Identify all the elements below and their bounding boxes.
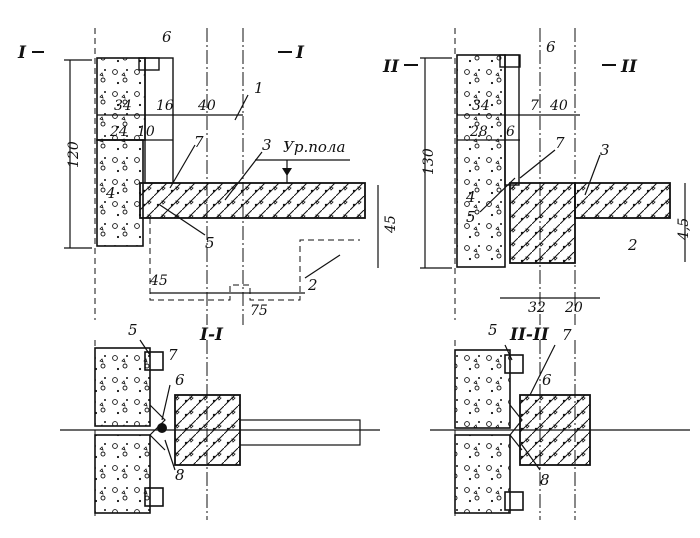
right-plan-anchor-top [504,354,524,374]
left-dim-10: 10 [137,124,155,140]
left-wall-inner-leaf [144,57,174,184]
leader-3 [224,151,263,201]
right-dim-130: 130 [421,148,437,175]
left-dim-45h: 45 [149,273,168,289]
left-dim-24: 24 [109,124,128,140]
left-dim-45v: 45 [383,215,399,234]
left-floor-slab [139,182,366,219]
right-dim-45v: 4,5 [676,218,692,241]
right-plan-label-7: 7 [562,326,572,344]
left-beam-outline [149,218,360,301]
left-cut-mark-right: I [295,43,305,63]
leader-1 [234,94,249,121]
left-dim-75: 75 [250,303,268,319]
left-label-6: 6 [162,28,172,46]
right-plan-label-5: 5 [488,321,498,339]
right-anchor [499,54,521,68]
right-plan-joint [509,404,523,451]
left-cut-mark-left: I [17,43,27,63]
left-label-7: 7 [194,133,204,151]
floor-level-label: Ур.пола [283,138,345,156]
right-cut-mark-right: II [620,57,638,77]
left-plan-label-6: 6 [175,371,185,389]
leader-2 [304,254,341,279]
left-dim-16: 16 [156,98,174,114]
left-plan-anchor-bottom [144,487,164,507]
right-cut-mark-left: II [382,57,400,77]
right-label-2: 2 [627,236,638,254]
leader-5 [159,204,206,236]
right-dim-7: 7 [530,98,539,114]
left-label-4: 4 [105,184,116,202]
left-wall-block-lower [96,139,144,247]
left-plan: I-I 5 7 6 8 [60,321,380,520]
left-label-5: 5 [205,234,215,252]
left-plan-label-8: 8 [175,466,185,484]
left-label-1: 1 [254,79,264,97]
right-dim-28: 28 [469,124,488,140]
right-plan-label-6: 6 [542,371,552,389]
right-plan-anchor-bottom [504,491,524,511]
right-plan-title: II-II [509,325,550,345]
right-plan: II-II 5 7 6 8 [430,321,690,520]
right-label-5: 5 [466,208,476,226]
left-anchor [138,57,160,71]
left-label-2: 2 [307,276,318,294]
left-plan-label-5: 5 [128,321,138,339]
right-plan-label-8: 8 [540,471,550,489]
right-label-7: 7 [555,134,565,152]
right-beam [509,182,576,264]
right-dim-20: 20 [564,300,583,316]
leader-7 [169,144,196,189]
right-leader-3 [584,154,601,196]
left-plan-anchor-top [144,351,164,371]
left-section: I I 6 1 [17,28,399,325]
left-dim-34: 34 [114,98,132,114]
right-floor-slab [574,182,671,219]
right-leader-7 [519,149,556,179]
left-plan-label-7: 7 [168,346,178,364]
left-plan-title: I-I [199,325,224,345]
right-dim-32: 32 [528,300,546,316]
right-dim-40: 40 [549,98,568,114]
right-label-3: 3 [600,141,610,159]
right-wall-inner-leaf [504,54,520,186]
left-dim-40: 40 [197,98,216,114]
left-dim-120: 120 [66,141,82,168]
left-label-3: 3 [262,136,272,154]
right-label-6: 6 [546,38,556,56]
right-label-4: 4 [465,188,476,206]
right-wall-block [456,54,506,268]
right-dim-6: 6 [506,124,515,140]
right-section: II II 6 34 7 40 28 6 130 7 3 4 5 2 4,5 [382,28,692,325]
left-plan-seal [157,423,167,433]
right-dim-34: 34 [472,98,490,114]
right-leader-5 [479,177,516,213]
